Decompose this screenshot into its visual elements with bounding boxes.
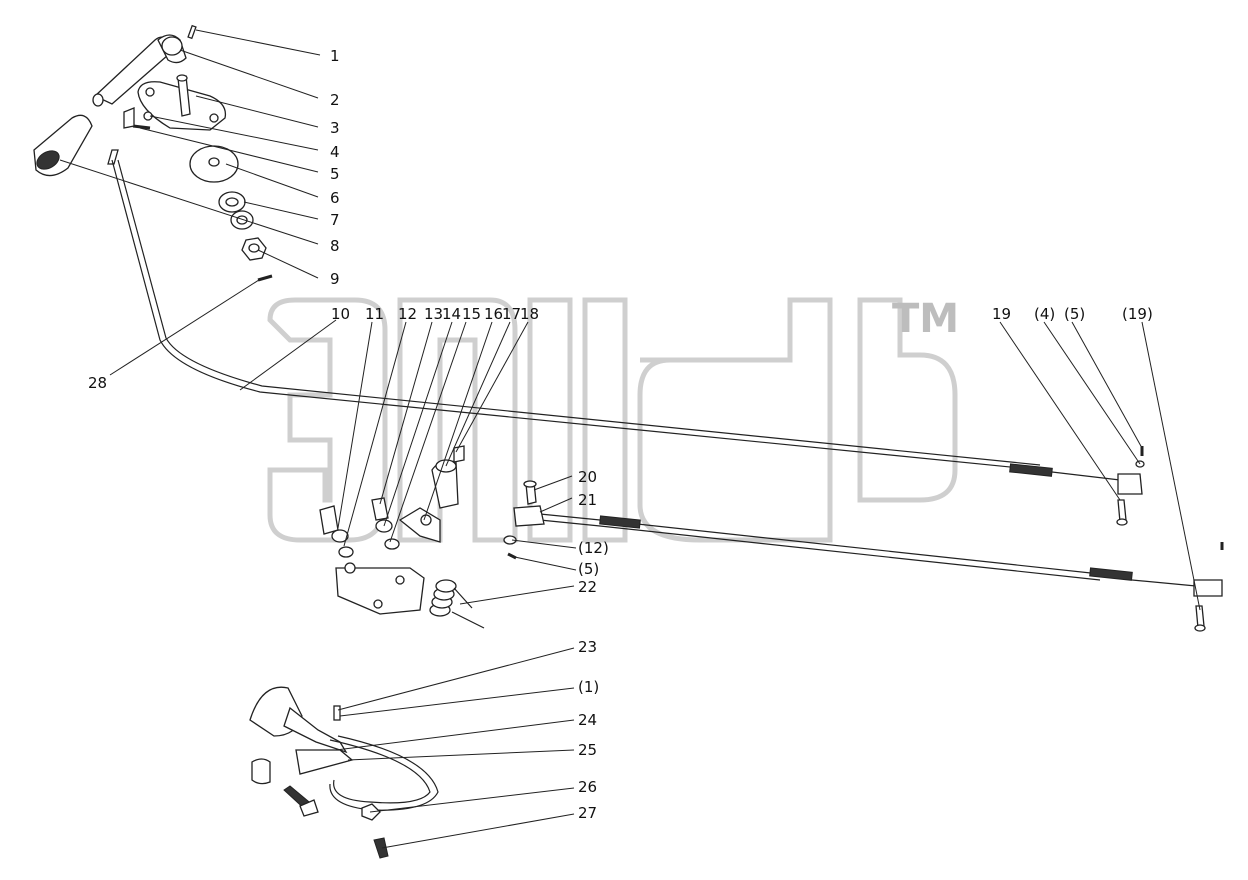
callout-label: 9	[330, 270, 340, 288]
lever-block	[431, 445, 465, 509]
mounting-plate	[335, 562, 425, 615]
callout-label: 24	[578, 711, 597, 729]
callout-label: 18	[520, 305, 539, 323]
callout-label: (12)	[578, 539, 609, 557]
watermark-logo: TM	[267, 296, 959, 543]
lever-rod	[107, 149, 1143, 495]
callout-label: 26	[578, 778, 597, 796]
callout-label: 17	[502, 305, 521, 323]
callout-label: 15	[462, 305, 481, 323]
small-fasteners-top	[123, 107, 153, 130]
watermark-tm: TM	[892, 296, 959, 342]
callout-label: 27	[578, 804, 597, 822]
leader-lines	[59, 29, 1201, 849]
torsion-spring	[429, 579, 485, 629]
callout-label: (5)	[578, 560, 599, 578]
callout-label: 5	[330, 165, 340, 183]
bracket-plate	[137, 74, 227, 131]
pedal-assembly	[249, 686, 439, 859]
callout-label: 12	[398, 305, 417, 323]
washers-and-nut	[189, 145, 273, 282]
callout-label: 13	[424, 305, 443, 323]
callout-label: 1	[330, 47, 340, 65]
callout-label: 20	[578, 468, 597, 486]
callout-label: 19	[992, 305, 1011, 323]
bolt-cluster	[319, 497, 400, 558]
clevis-left	[503, 480, 545, 560]
callout-label: 7	[330, 211, 340, 229]
callout-label: 11	[365, 305, 384, 323]
callout-label: 4	[330, 143, 340, 161]
callout-label: 16	[484, 305, 503, 323]
callout-labels: 1 2 3 4 5 6 7 8 9 10 11 12 13 14 15 16 1…	[88, 47, 1153, 822]
callout-label: 21	[578, 491, 597, 509]
callout-label: (4)	[1034, 305, 1055, 323]
handle-crank	[92, 24, 197, 107]
callout-label: (19)	[1122, 305, 1153, 323]
callout-label: 3	[330, 119, 340, 137]
callout-label: 22	[578, 578, 597, 596]
callout-label: (5)	[1064, 305, 1085, 323]
callout-label: (1)	[578, 678, 599, 696]
callout-label: 25	[578, 741, 597, 759]
callout-label: 8	[330, 237, 340, 255]
callout-label: 23	[578, 638, 597, 656]
callout-label: 28	[88, 374, 107, 392]
callout-label: 10	[331, 305, 350, 323]
callout-label: 6	[330, 189, 340, 207]
lever-knob	[33, 114, 93, 177]
small-bracket	[398, 507, 441, 543]
callout-label: 14	[442, 305, 461, 323]
cable-rod-lower	[519, 511, 1224, 632]
callout-label: 2	[330, 91, 340, 109]
